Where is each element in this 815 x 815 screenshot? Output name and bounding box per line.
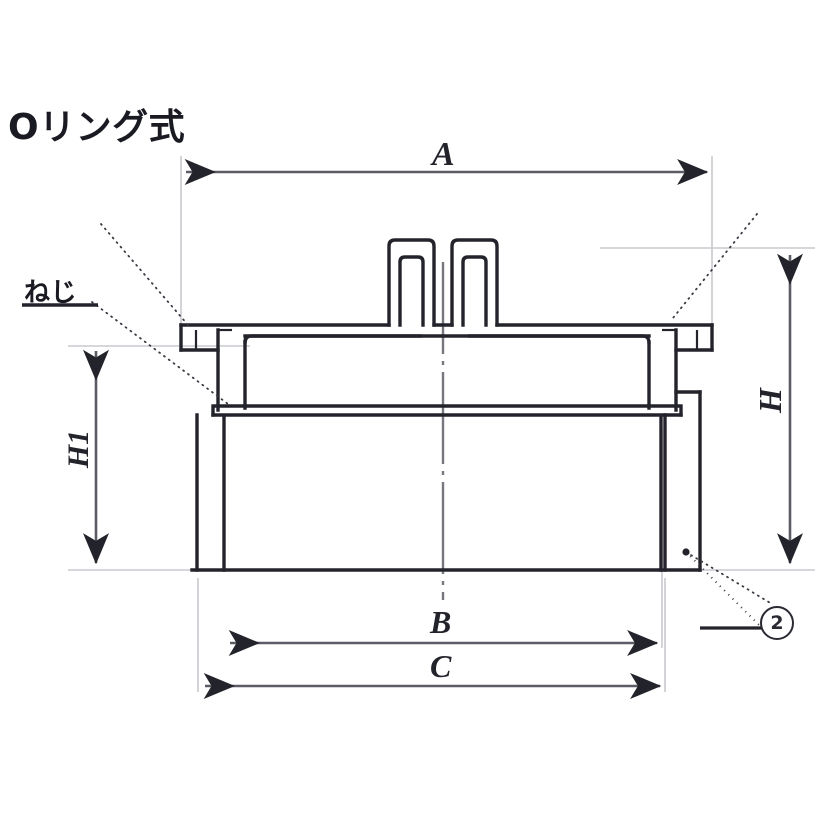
item-callout-2: 2 <box>760 606 794 640</box>
leader-dot-item2 <box>682 548 690 556</box>
flange-notch-detail <box>194 328 699 350</box>
dimension-label-a: A <box>432 136 455 173</box>
thread-annotation-label: ねじ <box>24 278 78 308</box>
leader-underline-neji <box>22 303 763 630</box>
part-outline <box>179 238 714 572</box>
dimension-label-h1: H1 <box>62 429 96 469</box>
dimension-label-b: B <box>430 604 452 640</box>
leader-lines <box>91 213 773 605</box>
drawing-title: Oリング式 <box>8 107 186 148</box>
dimension-label-h: H <box>751 388 788 413</box>
dimension-label-c: C <box>430 648 452 684</box>
dimension-lines <box>83 159 803 699</box>
